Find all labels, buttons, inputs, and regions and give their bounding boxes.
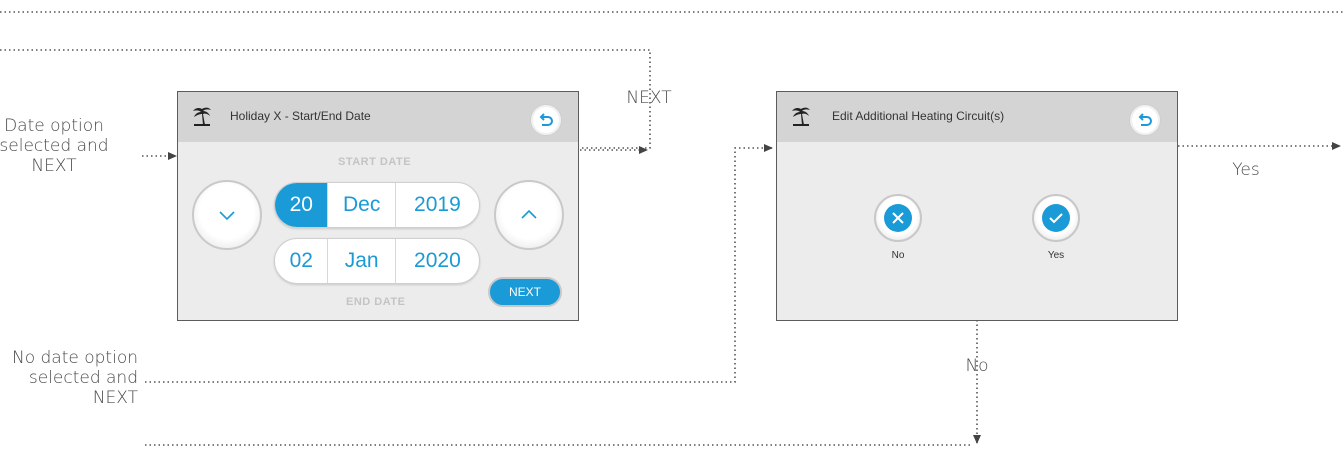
check-icon xyxy=(1049,213,1063,224)
label-no-date-selected: No date option selected and NEXT xyxy=(11,348,138,408)
holiday-date-screen: Holiday X - Start/End Date START DATE 20… xyxy=(177,91,579,321)
screen-title: Holiday X - Start/End Date xyxy=(230,109,371,123)
decrease-button[interactable] xyxy=(192,180,262,250)
screen-header: Edit Additional Heating Circuit(s) xyxy=(777,92,1177,142)
label-no: No xyxy=(965,356,989,376)
screen-header: Holiday X - Start/End Date xyxy=(178,92,578,142)
palm-tree-icon xyxy=(792,107,810,126)
yes-button[interactable] xyxy=(1032,194,1080,242)
end-month[interactable]: Jan xyxy=(328,239,396,283)
yes-dot xyxy=(1042,204,1070,232)
back-button[interactable] xyxy=(530,104,562,136)
label-yes: Yes xyxy=(1232,160,1260,180)
start-month[interactable]: Dec xyxy=(328,183,396,227)
end-year[interactable]: 2020 xyxy=(414,249,461,272)
back-icon xyxy=(539,113,553,126)
palm-tree-icon xyxy=(193,107,211,126)
back-button[interactable] xyxy=(1129,104,1161,136)
start-day[interactable]: 20 xyxy=(275,183,329,227)
end-date-caption: END DATE xyxy=(346,296,406,308)
start-date-row: 20 Dec 2019 xyxy=(274,182,480,228)
no-button[interactable] xyxy=(874,194,922,242)
next-button[interactable]: NEXT xyxy=(488,277,562,307)
next-loop-line xyxy=(0,49,651,149)
start-date-caption: START DATE xyxy=(338,156,412,168)
chevron-up-icon xyxy=(521,209,537,219)
end-day[interactable]: 02 xyxy=(275,239,329,283)
label-next: NEXT xyxy=(626,88,672,108)
increase-button[interactable] xyxy=(494,180,564,250)
end-date-row: 02 Jan 2020 xyxy=(274,238,480,284)
yes-label: Yes xyxy=(1047,250,1065,261)
no-dot xyxy=(884,204,912,232)
no-label: No xyxy=(891,250,905,261)
back-icon xyxy=(1138,113,1152,126)
start-year[interactable]: 2019 xyxy=(414,193,461,216)
chevron-down-icon xyxy=(219,211,235,221)
close-icon xyxy=(892,212,904,224)
label-date-selected: Date option selected and NEXT xyxy=(0,116,109,176)
no-date-line xyxy=(145,144,773,383)
screen-title: Edit Additional Heating Circuit(s) xyxy=(832,109,1005,123)
heating-circuit-screen: Edit Additional Heating Circuit(s) No Ye… xyxy=(776,91,1178,321)
